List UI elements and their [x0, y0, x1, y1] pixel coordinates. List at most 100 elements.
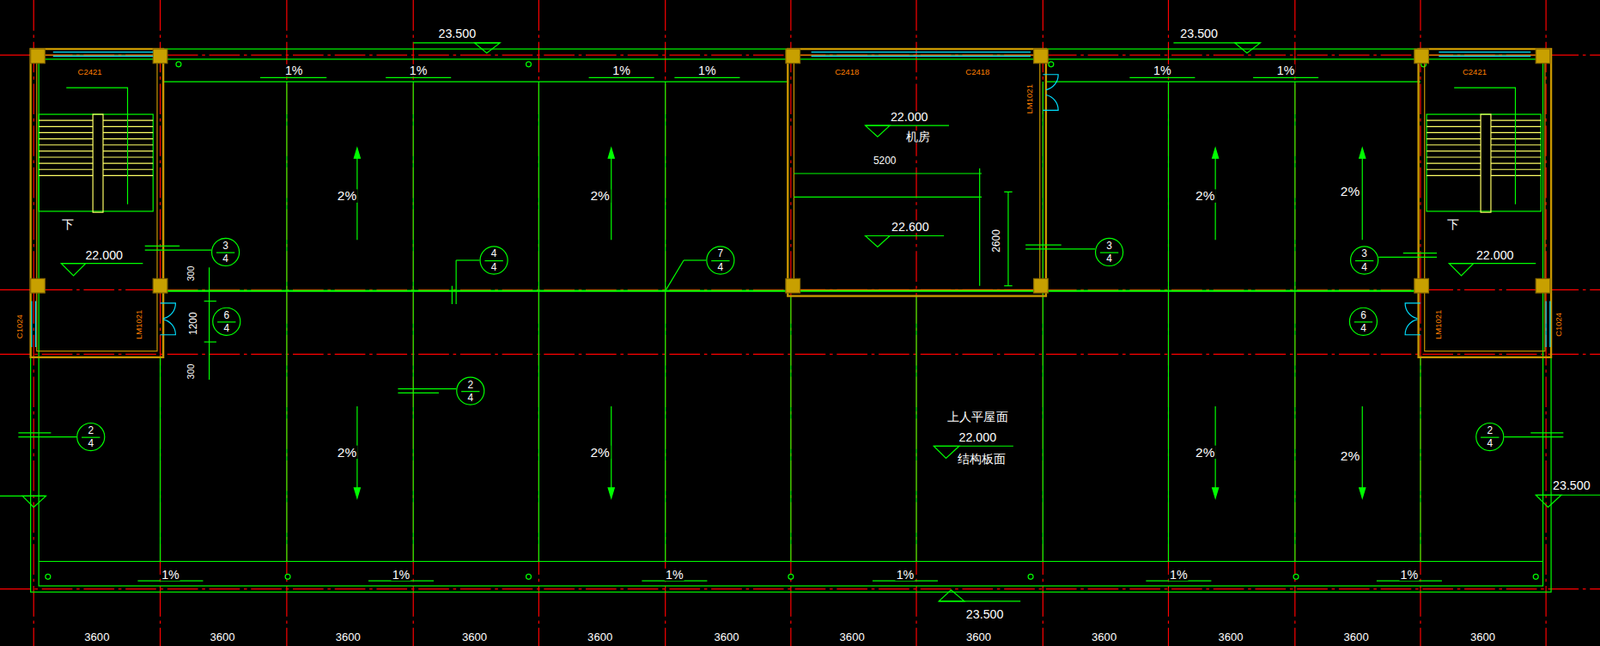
- plan-label: 1%: [390, 568, 411, 581]
- plan-label: LM1021: [1026, 83, 1035, 116]
- plan-label: 22.000: [84, 249, 124, 262]
- plan-label: 3600: [712, 631, 740, 643]
- plan-label: 1%: [284, 64, 305, 77]
- callout-divider: [1354, 321, 1373, 323]
- plan-label: 2%: [336, 445, 359, 459]
- plan-label: 1%: [664, 568, 685, 581]
- plan-label: 3600: [1090, 631, 1118, 643]
- plan-label: 3600: [586, 631, 614, 643]
- plan-label: 1%: [611, 64, 632, 77]
- plan-label: 2%: [589, 445, 611, 459]
- plan-label: 23.500: [437, 27, 477, 40]
- plan-label: 3600: [1216, 631, 1244, 643]
- plan-label: 1%: [1152, 64, 1173, 77]
- callout-number: 7: [706, 249, 734, 260]
- plan-label: 2%: [589, 188, 611, 202]
- callout-divider: [217, 321, 236, 323]
- callout-divider: [711, 260, 730, 262]
- plan-label: 2%: [1339, 449, 1362, 463]
- callout-divider: [81, 437, 100, 439]
- callout-divider: [461, 390, 480, 392]
- callout-divider: [216, 251, 235, 253]
- plan-label: 机房: [905, 130, 932, 143]
- plan-label: 1200: [188, 310, 200, 336]
- plan-label: 23.500: [1179, 27, 1219, 40]
- plan-label: 1%: [1276, 64, 1296, 77]
- section-callout: 34: [211, 237, 240, 267]
- plan-label: 1%: [1168, 568, 1189, 581]
- plan-label: 22.000: [1475, 249, 1515, 262]
- plan-label: 3600: [838, 631, 865, 643]
- callout-number: 2: [1476, 425, 1503, 436]
- section-callout: 44: [479, 245, 508, 274]
- callout-number: 6: [1350, 310, 1377, 321]
- plan-label: 23.500: [1551, 479, 1592, 492]
- plan-label: 22.000: [957, 431, 998, 445]
- callout-number: 4: [1350, 261, 1378, 273]
- plan-label: 300: [187, 362, 197, 380]
- plan-label: C1024: [1555, 311, 1564, 338]
- callout-number: 4: [706, 261, 734, 273]
- callout-divider: [484, 260, 503, 262]
- plan-label: 1%: [1399, 568, 1419, 581]
- plan-label: 上人平屋面: [945, 410, 1010, 423]
- plan-label: 2%: [1194, 188, 1217, 202]
- plan-label: 1%: [697, 64, 718, 77]
- plan-label: C2421: [76, 68, 103, 78]
- plan-label: C2418: [964, 68, 991, 78]
- callout-divider: [1100, 251, 1119, 253]
- plan-label: 3600: [965, 631, 992, 643]
- callout-number: 3: [212, 240, 239, 251]
- callout-number: 3: [1095, 240, 1123, 251]
- plan-label: 300: [187, 264, 197, 282]
- plan-label: LM1021: [135, 308, 145, 341]
- plan-label: 下: [1446, 218, 1461, 231]
- plan-label: 结构板面: [955, 453, 1007, 466]
- plan-label: 22.000: [889, 111, 930, 124]
- plan-label: 3600: [83, 631, 110, 643]
- section-callout: 64: [1349, 307, 1378, 336]
- callout-number: 4: [1095, 254, 1123, 265]
- section-callout: 24: [456, 376, 485, 405]
- plan-label: 3600: [1342, 631, 1369, 643]
- plan-label: LM1021: [1435, 308, 1444, 341]
- section-callout: 34: [1350, 245, 1379, 274]
- callout-number: 3: [1350, 249, 1378, 260]
- plan-label: 23.500: [965, 608, 1005, 621]
- callout-number: 4: [212, 323, 240, 335]
- callout-number: 4: [1350, 323, 1377, 335]
- callout-number: 2: [77, 425, 104, 436]
- plan-label: C1024: [16, 313, 25, 340]
- callout-divider: [1480, 437, 1499, 439]
- section-callout: 24: [76, 422, 105, 451]
- plan-label: 2%: [1339, 183, 1362, 197]
- callout-number: 6: [212, 310, 240, 321]
- plan-label: 3600: [1469, 631, 1497, 643]
- plan-label: C2421: [1461, 68, 1488, 78]
- plan-label: 1%: [894, 568, 915, 581]
- plan-label: C2418: [833, 68, 860, 78]
- callout-number: 4: [77, 438, 104, 450]
- callout-number: 4: [480, 261, 508, 273]
- plan-label: 2600: [991, 228, 1003, 254]
- callout-number: 4: [480, 249, 508, 260]
- plan-label: 下: [60, 218, 76, 231]
- callout-number: 4: [212, 254, 239, 265]
- section-callout: 74: [705, 245, 735, 274]
- callout-number: 4: [1476, 438, 1503, 450]
- plan-label: 22.600: [890, 220, 931, 233]
- callout-divider: [1355, 260, 1374, 262]
- plan-label: 3600: [208, 631, 236, 643]
- section-callout: 24: [1475, 422, 1504, 451]
- plan-label: 3600: [461, 631, 488, 643]
- plan-label: 1%: [408, 64, 429, 77]
- plan-label: 2%: [336, 188, 359, 202]
- plan-label: 5200: [872, 156, 898, 167]
- plan-label: 3600: [334, 631, 361, 643]
- callout-number: 4: [456, 392, 484, 403]
- plan-label: 1%: [160, 568, 181, 581]
- plan-label: 2%: [1194, 445, 1217, 459]
- callout-number: 2: [456, 379, 484, 390]
- section-callout: 64: [212, 307, 241, 336]
